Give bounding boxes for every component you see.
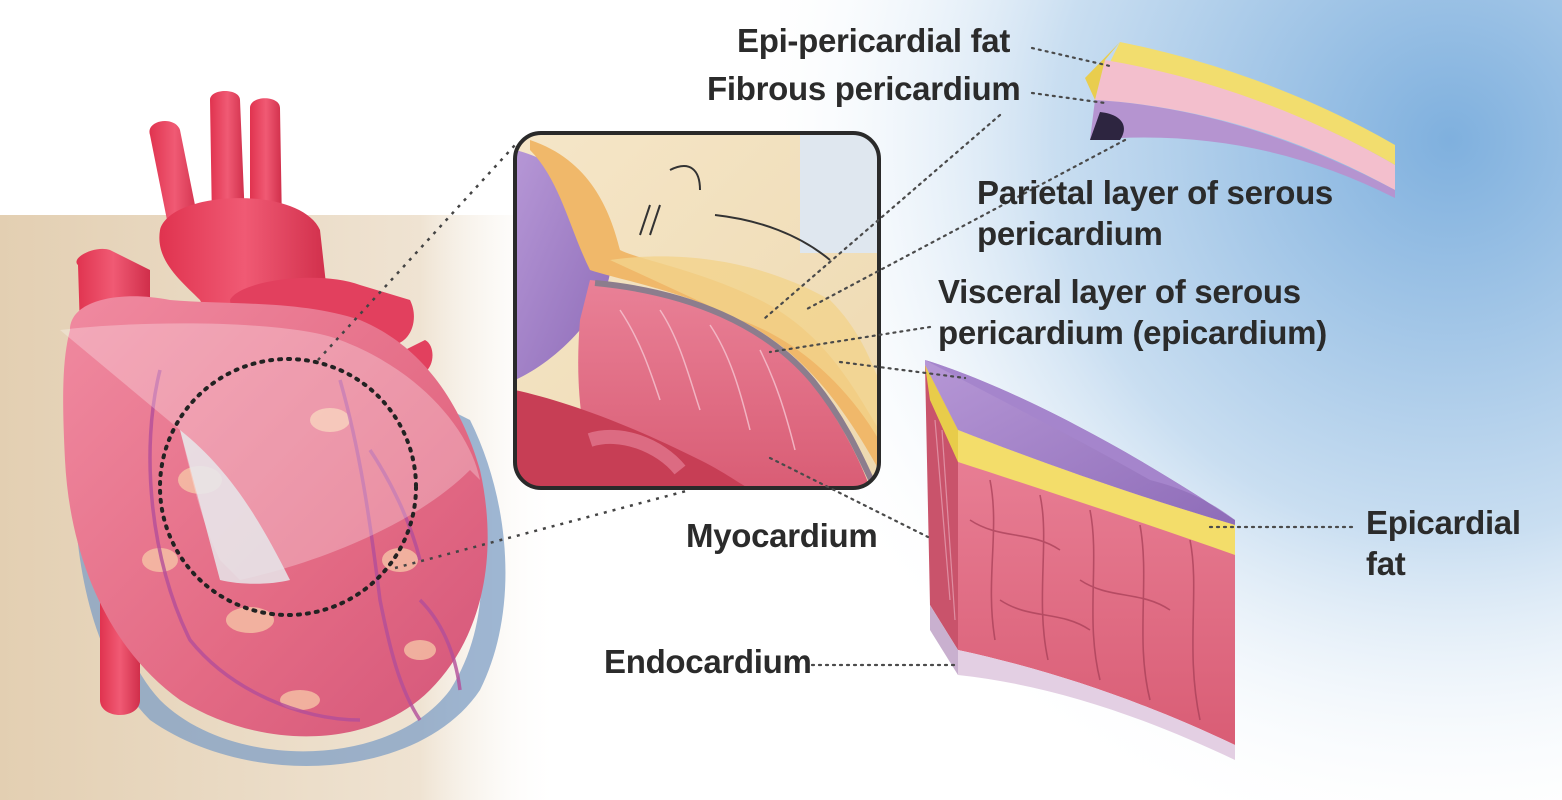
- label-epicardial-fat-line1: Epicardial: [1366, 504, 1521, 541]
- label-parietal-layer-line1: Parietal layer of serous: [977, 174, 1333, 211]
- leader-visceral: [768, 325, 932, 354]
- leader-epi-pericardial-fat: [1030, 46, 1112, 68]
- magnifier-circle: [158, 357, 418, 617]
- leader-fibrous-to-inset: [763, 113, 1002, 320]
- leader-fibrous-pericardium: [1030, 91, 1107, 105]
- label-visceral-layer-line2: pericardium (epicardium): [938, 314, 1327, 351]
- label-myocardium: Myocardium: [686, 517, 878, 554]
- leader-parietal: [803, 138, 1127, 312]
- heart-wall-wedge: [925, 360, 1235, 760]
- leader-visceral-to-wedge: [838, 360, 967, 380]
- label-endocardium: Endocardium: [604, 643, 812, 680]
- label-parietal-layer-line2: pericardium: [977, 215, 1163, 252]
- leader-myocardium: [768, 456, 930, 539]
- heart-illustration: [60, 91, 506, 766]
- zoom-line-bottom: [394, 488, 691, 570]
- label-epicardial-fat-line2: fat: [1366, 545, 1406, 582]
- zoom-line-top: [317, 144, 516, 361]
- label-fibrous-pericardium: Fibrous pericardium: [707, 70, 1021, 107]
- pericardium-layer-strip: [1085, 42, 1395, 198]
- label-visceral-layer-line1: Visceral layer of serous: [938, 273, 1301, 310]
- inset-detail: [513, 131, 881, 490]
- label-epi-pericardial-fat: Epi-pericardial fat: [737, 22, 1011, 59]
